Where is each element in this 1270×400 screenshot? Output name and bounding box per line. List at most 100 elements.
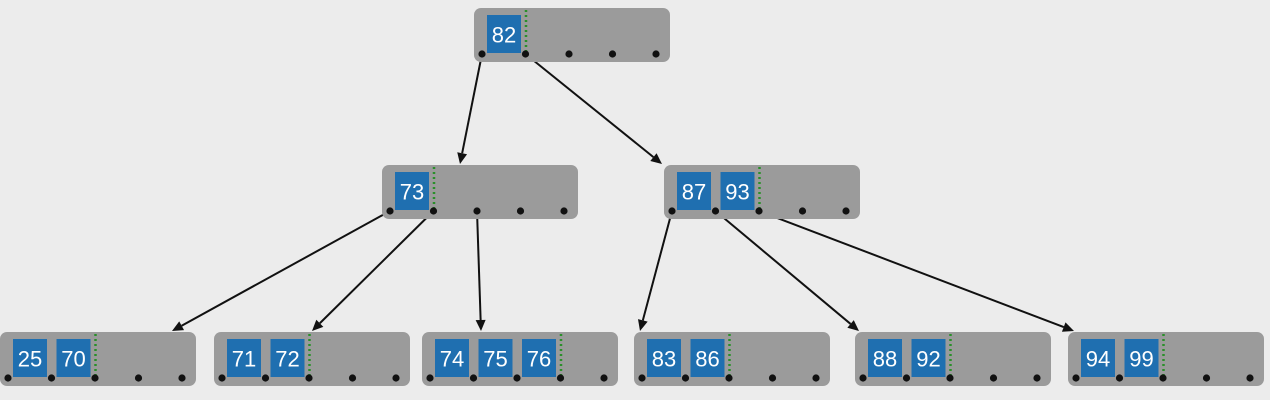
key-box (868, 339, 902, 377)
pointer-dot (348, 374, 357, 382)
pointer-dot (305, 374, 313, 382)
edge-line (461, 53, 483, 154)
edge-n-left-to-leaf-3 (475, 210, 486, 331)
pointer-dot (392, 374, 400, 382)
key-box (13, 339, 47, 377)
pointer-dot (608, 50, 617, 58)
pointer-dot (725, 374, 733, 382)
pointer-dot (1033, 374, 1041, 382)
pointer-dot (218, 374, 226, 382)
key-box (395, 172, 429, 210)
pointer-dot (478, 50, 486, 58)
arrowhead (650, 153, 662, 164)
key-box (677, 172, 711, 210)
key-box (911, 339, 946, 377)
pointer-dot (668, 207, 676, 215)
edge-n-right-to-leaf-6 (758, 210, 1074, 332)
edge-root-to-n-right (524, 53, 662, 164)
node-box (474, 8, 670, 62)
pointer-dot (652, 50, 660, 58)
pointer-dot (426, 374, 434, 382)
pointer-dot (681, 374, 690, 382)
key-box (690, 339, 725, 377)
pointer-dot (946, 374, 954, 382)
node-box (214, 332, 410, 386)
pointer-dot (812, 374, 820, 382)
pointer-dot (768, 374, 777, 382)
node-box (382, 165, 578, 219)
key-label: 92 (916, 347, 940, 372)
arrowhead (638, 319, 648, 331)
key-label: 72 (275, 347, 299, 372)
edge-line (476, 210, 482, 321)
key-box (1081, 339, 1115, 377)
key-box (487, 15, 521, 53)
pointer-dot (556, 374, 565, 382)
pointer-dot (1072, 374, 1080, 382)
tree-node-leaf-6: 94 99 (1068, 332, 1264, 386)
edge-line (319, 210, 435, 324)
pointer-dot (989, 374, 998, 382)
key-label: 99 (1129, 347, 1153, 372)
pointer-dot (560, 207, 568, 215)
edge-n-right-to-leaf-4 (638, 210, 673, 331)
key-label: 73 (400, 180, 424, 205)
pointer-dot (755, 207, 763, 215)
key-box (435, 339, 469, 377)
key-box (478, 339, 513, 377)
pointer-dot (91, 374, 99, 382)
tree-node-root: 82 (474, 8, 670, 62)
edge-n-left-to-leaf-2 (312, 210, 435, 331)
key-label: 82 (492, 23, 516, 48)
arrowhead (457, 152, 468, 164)
key-box (56, 339, 91, 377)
pointer-dot (178, 374, 186, 382)
tree-node-leaf-2: 71 72 (214, 332, 410, 386)
node-box (422, 332, 618, 386)
key-label: 76 (527, 347, 551, 372)
pointer-dot (521, 50, 530, 58)
key-label: 25 (18, 347, 42, 372)
key-box (1124, 339, 1159, 377)
pointer-dot (859, 374, 867, 382)
arrowhead (847, 320, 859, 331)
pointer-dot (902, 374, 911, 382)
edges-layer (172, 53, 1074, 332)
edge-line (181, 210, 391, 327)
pointer-dot (565, 50, 573, 58)
key-label: 94 (1086, 347, 1110, 372)
edge-line (641, 210, 673, 321)
arrowhead (312, 319, 324, 331)
pointer-dot (513, 374, 521, 382)
arrowhead (1061, 322, 1074, 332)
pointer-dot (469, 374, 478, 382)
pointer-dot (1202, 374, 1211, 382)
pointer-dot (386, 207, 394, 215)
key-label: 74 (440, 347, 464, 372)
node-box (855, 332, 1051, 386)
key-box (522, 339, 556, 377)
edge-n-left-to-leaf-1 (172, 210, 391, 331)
arrowhead (475, 319, 486, 331)
node-box (664, 165, 860, 219)
pointer-dot (47, 374, 56, 382)
key-box (270, 339, 305, 377)
key-label: 71 (232, 347, 256, 372)
edge-line (714, 210, 852, 325)
pointer-dot (711, 207, 720, 215)
edge-line (758, 210, 1065, 329)
pointer-dot (261, 374, 270, 382)
key-box (227, 339, 261, 377)
pointer-dot (600, 374, 608, 382)
pointer-dot (1115, 374, 1124, 382)
edge-line (524, 53, 655, 158)
pointer-dot (4, 374, 12, 382)
key-box (647, 339, 681, 377)
key-box (720, 172, 755, 210)
node-box (1068, 332, 1264, 386)
